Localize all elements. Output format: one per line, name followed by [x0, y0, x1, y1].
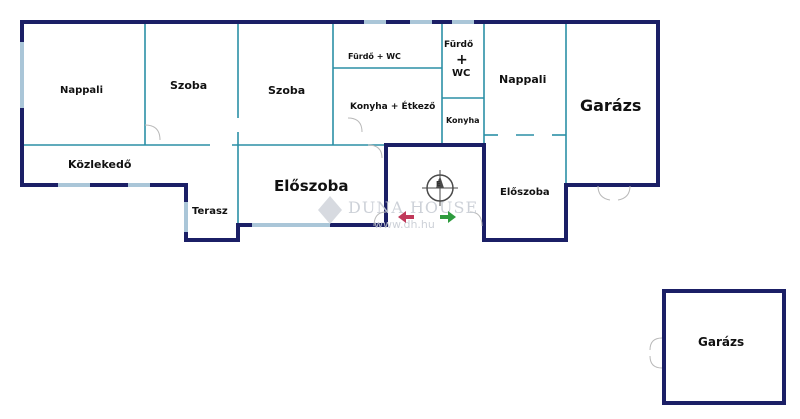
room-szoba-2: Szoba — [268, 84, 305, 97]
entrance-arrows — [398, 211, 456, 223]
compass-icon: É — [422, 170, 458, 206]
room-szoba-1: Szoba — [170, 79, 207, 92]
doors — [144, 117, 663, 369]
room-furdo-line2: + — [456, 52, 468, 68]
room-konyha-etkezo: Konyha + Étkező — [350, 100, 435, 112]
room-furdo-wc-small: Fürdő + WC — [348, 52, 401, 61]
watermark: DUNA HOUSE www.dh.hu — [318, 196, 478, 231]
room-labels: Nappali Szoba Szoba Fürdő + WC Fürdő + W… — [60, 40, 744, 349]
room-furdo-line3: WC — [452, 68, 470, 79]
watermark-url: www.dh.hu — [374, 218, 435, 231]
windows — [20, 20, 474, 232]
green-arrow-icon — [440, 211, 456, 223]
compass-north-label: É — [436, 179, 441, 188]
red-arrow-icon — [398, 211, 414, 223]
room-nappali-right: Nappali — [499, 73, 546, 86]
watermark-brand: DUNA HOUSE — [348, 198, 478, 217]
room-furdo-line1: Fürdő — [444, 40, 473, 50]
room-nappali-left: Nappali — [60, 85, 103, 96]
watermark-logo-icon — [318, 196, 342, 224]
room-terasz: Terasz — [192, 206, 228, 217]
room-garazs-main: Garázs — [580, 96, 641, 115]
room-garazs-detached: Garázs — [698, 335, 744, 349]
room-konyha: Konyha — [446, 116, 480, 125]
room-eloszoba-main: Előszoba — [274, 177, 349, 195]
interior-walls — [22, 22, 567, 238]
room-eloszoba-right: Előszoba — [500, 186, 550, 198]
room-kozlekedo: Közlekedő — [68, 158, 132, 171]
